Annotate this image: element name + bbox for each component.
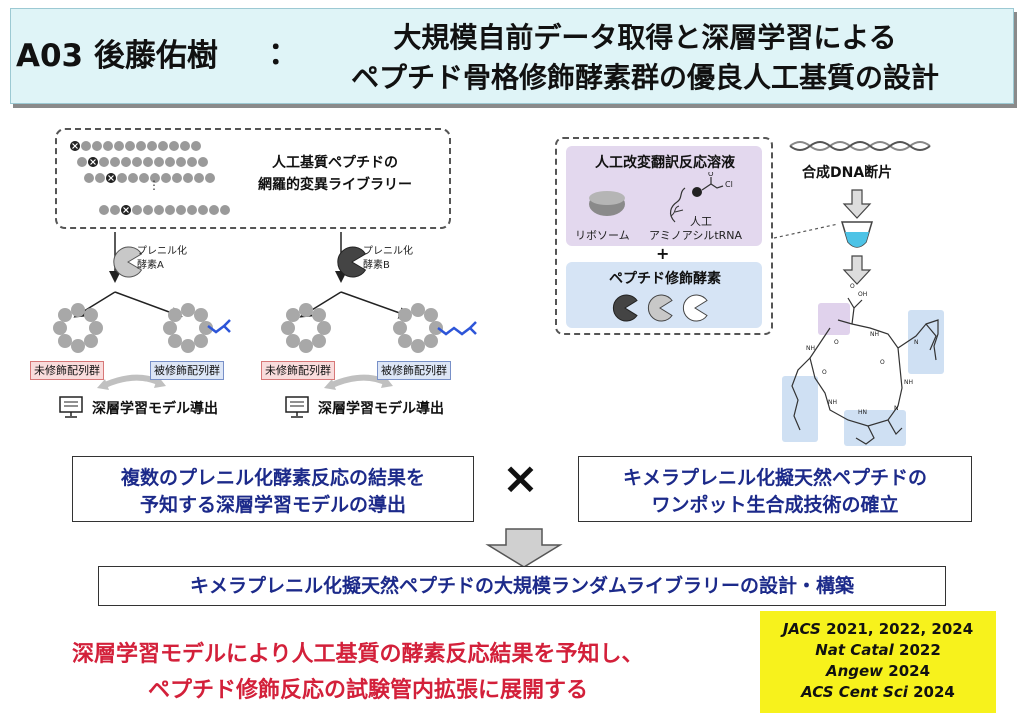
header-colon: ： (268, 36, 299, 72)
enzyme-a-label-line2: 酵素A (137, 260, 164, 271)
svg-text:O: O (708, 172, 714, 178)
dna-label: 合成DNA断片 (802, 165, 893, 181)
curved-arrow-b (330, 374, 387, 388)
svg-text:HN: HN (858, 409, 867, 416)
enzyme-b-label-line1: プレニル化 (363, 246, 413, 257)
header-title-line1: 大規模自前データ取得と深層学習による (393, 21, 897, 54)
trna-icon: O (669, 172, 724, 223)
goal-left-box: 複数のプレニル化酵素反応の結果を 予知する深層学習モデルの導出 (72, 456, 474, 522)
enzyme-title: ペプチド修飾酵素 (609, 271, 721, 287)
library-label-line1: 人工基質ペプチドの (272, 155, 398, 171)
peptide-chain-4 (99, 205, 230, 215)
header-banner (10, 8, 1014, 104)
ribosome-icon (589, 191, 625, 216)
cyclic-peptide-mod-a (163, 303, 213, 353)
prenyl-group-a (207, 319, 231, 334)
trna-label-line1: 人工 (690, 215, 712, 228)
cyclic-peptide-unmod-a (53, 303, 103, 353)
peptide-structure (791, 297, 939, 445)
reference-item: JACS 2021, 2022, 2024 (782, 620, 974, 638)
enzyme-icon-white (682, 294, 708, 322)
goal-right-line2: ワンポット生合成技術の確立 (651, 494, 899, 516)
reference-item: Angew 2024 (825, 662, 931, 680)
goal-left-line1: 複数のプレニル化酵素反応の結果を (120, 467, 425, 489)
arrow-to-product (842, 255, 872, 285)
svg-text:O: O (834, 339, 839, 346)
deep-learning-label-b: 深層学習モデル導出 (318, 401, 444, 417)
dna-helix-icon (789, 141, 931, 151)
reaction-solution-box (555, 137, 773, 335)
unmodified-group-label-b: 未修飾配列群 (261, 361, 335, 380)
svg-text:N: N (914, 339, 919, 346)
conclusion-line1: 深層学習モデルにより人工基質の酵素反応結果を予知し、 (72, 642, 644, 667)
goal-right-line1: キメラプレニル化擬天然ペプチドの (622, 467, 927, 489)
curved-arrow-a (103, 374, 160, 388)
goal-left-line2: 予知する深層学習モデルの導出 (139, 494, 406, 516)
library-ellipsis: ⋮ (148, 178, 160, 192)
svg-text:OH: OH (858, 291, 867, 298)
solution-title: 人工改変翻訳反応溶液 (595, 155, 735, 171)
enzyme-icon-gray (647, 294, 673, 322)
prenylation-flow-diagram (53, 232, 477, 418)
ribosome-label: リボソーム (575, 229, 630, 242)
svg-text:NH: NH (870, 331, 879, 338)
peptide-library-chains (70, 141, 230, 215)
arrow-to-tube (842, 189, 872, 219)
trna-label-line2: アミノアシルtRNA (649, 229, 743, 242)
enzyme-a-icon (113, 246, 143, 278)
main-goal-box: キメラプレニル化擬天然ペプチドの大規模ランダムライブラリーの設計・構築 (98, 566, 946, 606)
svg-text:O: O (822, 369, 827, 376)
cyclic-peptide-unmod-b (281, 303, 331, 353)
big-down-arrow-icon (485, 528, 563, 568)
mutant-library-box (55, 128, 451, 229)
enzyme-icon-dark (612, 294, 638, 322)
reaction-connector (773, 223, 839, 239)
header-author: A03 後藤佑樹 (16, 38, 218, 74)
svg-text:O: O (850, 283, 855, 290)
chloro-label: Cl (725, 180, 733, 189)
cyclic-peptide-mod-b (393, 303, 443, 353)
monitor-icon-b (285, 396, 309, 418)
svg-text:N: N (894, 405, 899, 412)
svg-text:NH: NH (904, 379, 913, 386)
library-label-line2: 網羅的変異ライブラリー (258, 177, 412, 193)
enzyme-b-icon (337, 246, 367, 278)
monitor-icon-a (59, 396, 83, 418)
main-goal-text: キメラプレニル化擬天然ペプチドの大規模ランダムライブラリーの設計・構築 (189, 575, 855, 597)
svg-text:NH: NH (806, 345, 815, 352)
header-title-line2: ペプチド骨格修飾酵素群の優良人工基質の設計 (350, 61, 939, 94)
enzyme-a-label-line1: プレニル化 (137, 246, 187, 257)
svg-text:O: O (880, 359, 885, 366)
references-box: JACS 2021, 2022, 2024 Nat Catal 2022 Ang… (760, 611, 996, 713)
conclusion-line2: ペプチド修飾反応の試験管内拡張に展開する (148, 678, 589, 703)
modified-group-label-b: 被修飾配列群 (377, 361, 451, 380)
goal-right-box: キメラプレニル化擬天然ペプチドの ワンポット生合成技術の確立 (578, 456, 972, 522)
reference-item: Nat Catal 2022 (815, 641, 941, 659)
times-symbol: × (502, 453, 539, 504)
reference-item: ACS Cent Sci 2024 (801, 683, 955, 701)
plus-sign: + (656, 244, 670, 263)
translation-components: O (589, 172, 724, 223)
modification-enzymes (612, 294, 708, 322)
enzyme-b-label-line2: 酵素B (363, 260, 390, 271)
prenyl-group-b (437, 321, 477, 336)
test-tube-icon (840, 221, 874, 248)
peptide-chain-1 (70, 141, 201, 151)
deep-learning-label-a: 深層学習モデル導出 (92, 401, 218, 417)
modified-group-label-a: 被修飾配列群 (150, 361, 224, 380)
unmodified-group-label-a: 未修飾配列群 (30, 361, 104, 380)
svg-text:NH: NH (828, 399, 837, 406)
